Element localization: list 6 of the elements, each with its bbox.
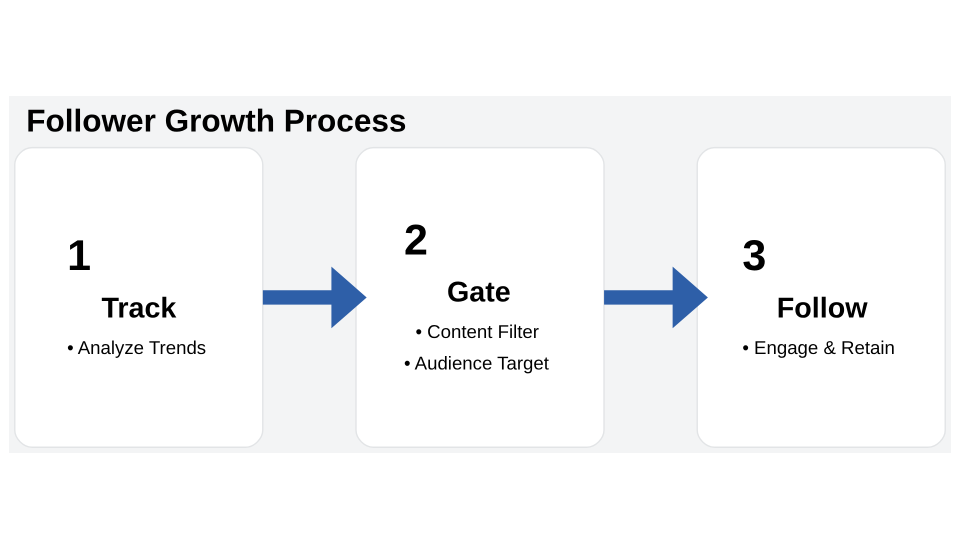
arrow [604,266,708,328]
node-box: 1 Track • Analyze Trends [14,146,264,448]
diagram-title: Follower Growth Process [26,102,406,138]
node-box: 3 Follow • Engage & Retain [696,146,946,448]
arrow [262,266,367,328]
node-box: 2 Gate • Content Filter • Audience Target [355,146,605,448]
